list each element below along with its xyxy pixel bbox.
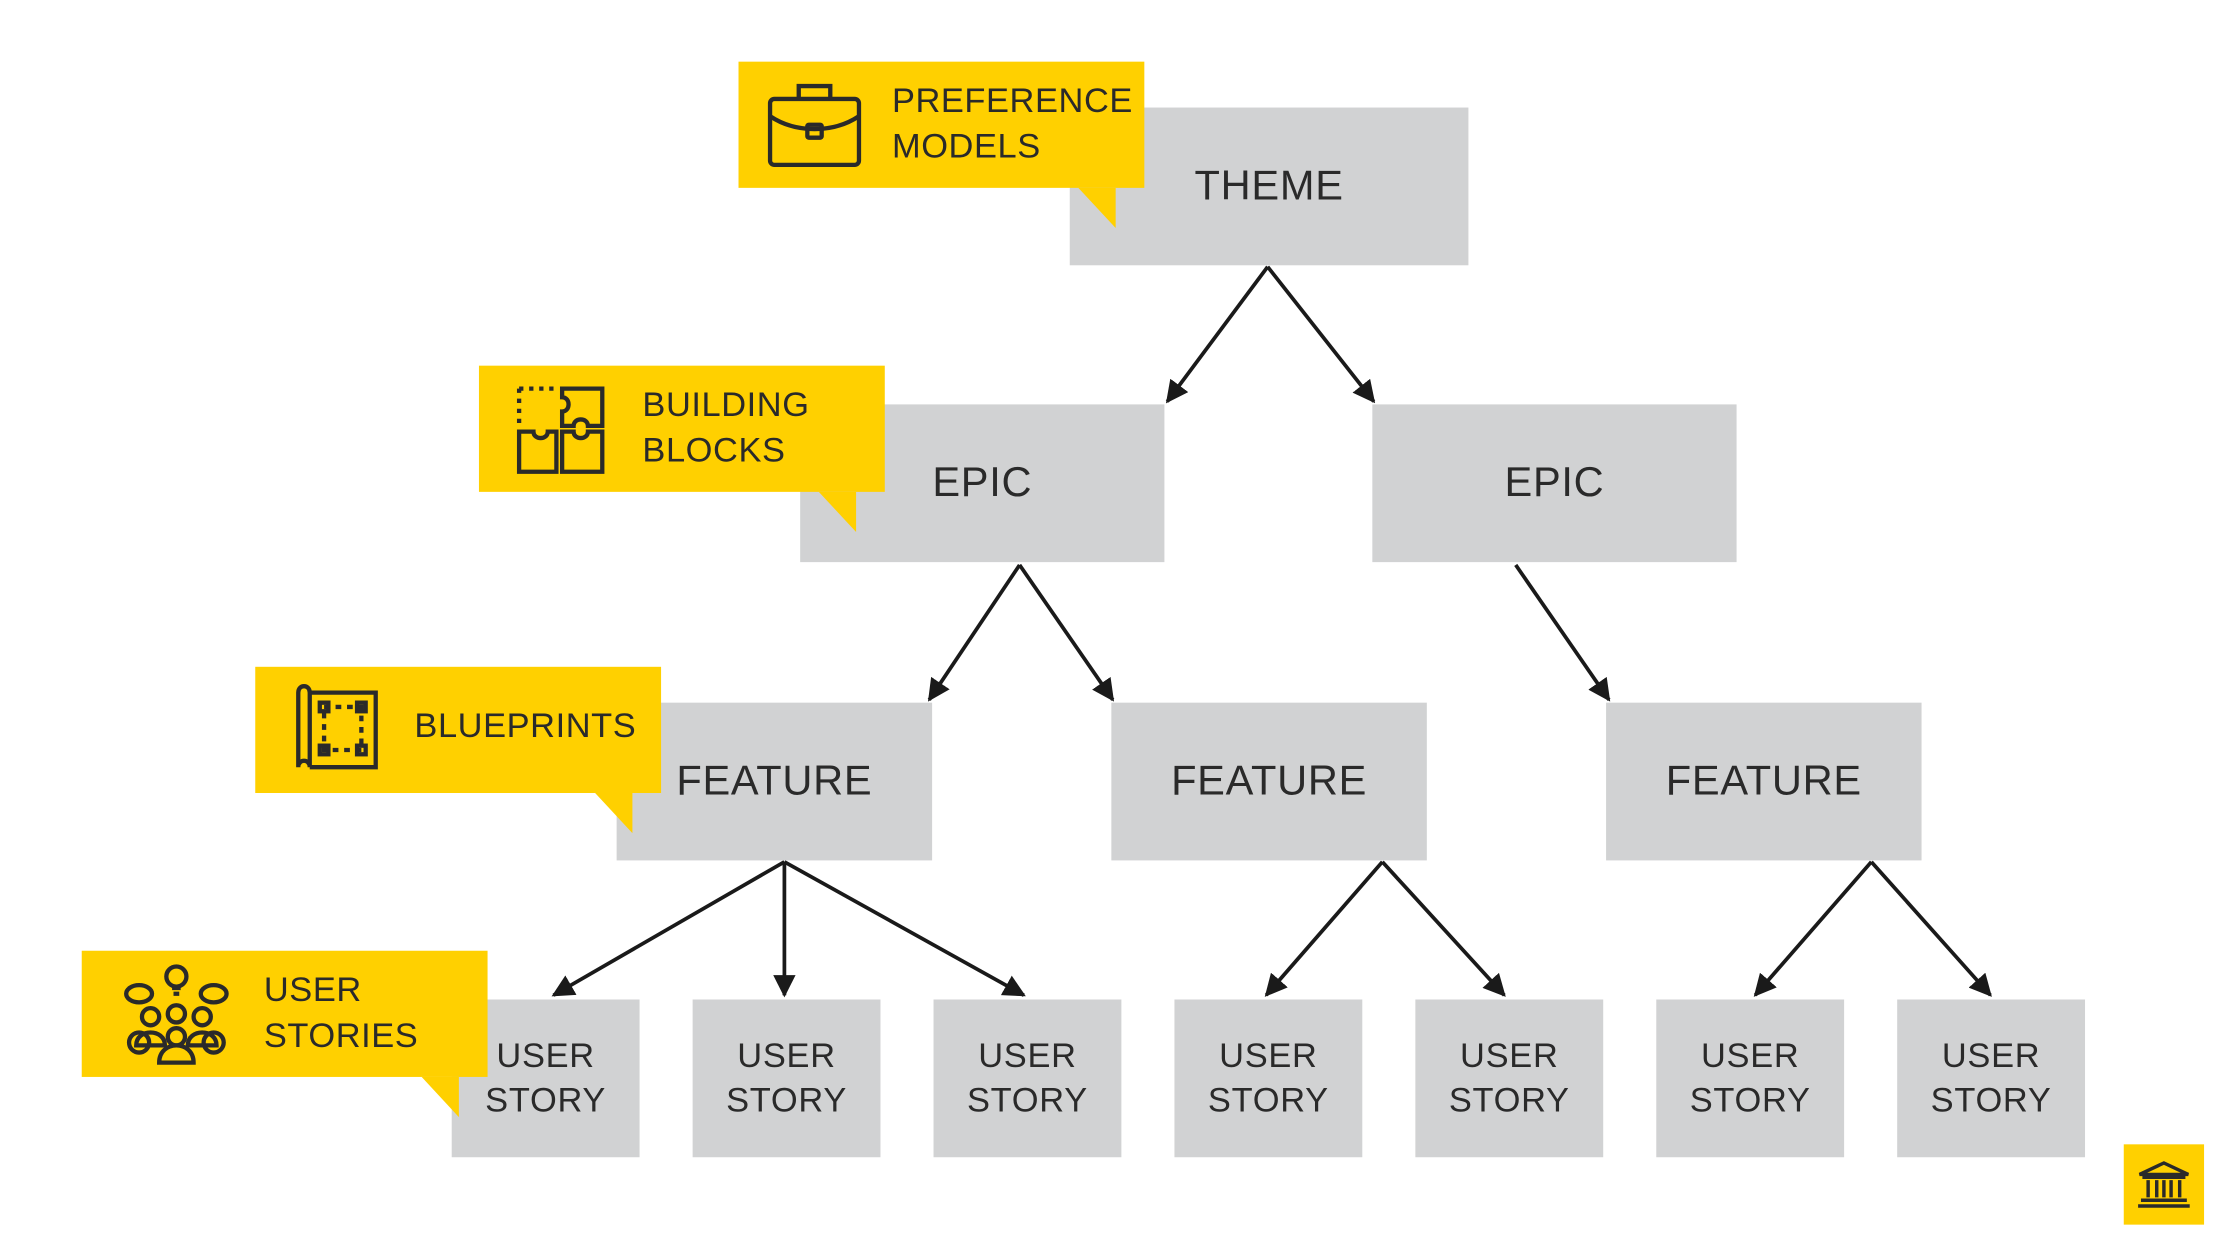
bank-icon bbox=[2138, 1161, 2190, 1208]
arrow-feature3-story-6 bbox=[1753, 860, 1873, 997]
callout-preference-models: PREFERENCE MODELS bbox=[738, 61, 1145, 229]
feature-label: FEATURE bbox=[1665, 757, 1862, 804]
callout-blueprints: BLUEPRINTS bbox=[255, 666, 662, 834]
epic-label: EPIC bbox=[932, 459, 1033, 506]
feature-box-1: FEATURE bbox=[616, 702, 933, 861]
story-box-5: USER STORY bbox=[1415, 999, 1604, 1158]
briefcase-icon bbox=[767, 83, 862, 168]
callout-building-blocks: BUILDING BLOCKS bbox=[478, 365, 885, 533]
puzzle-icon bbox=[516, 386, 605, 474]
callout-text: BLUEPRINTS bbox=[414, 706, 637, 746]
arrow-epic1-feature-1 bbox=[927, 563, 1022, 702]
callout-text: USER STORIES bbox=[263, 970, 419, 1056]
story-label: USER STORY bbox=[1448, 1036, 1570, 1120]
story-box-2: USER STORY bbox=[692, 999, 881, 1158]
arrow-epic1-feature-2 bbox=[1018, 563, 1115, 702]
story-label: USER STORY bbox=[1689, 1036, 1811, 1120]
arrow-feature2-story-4 bbox=[1264, 860, 1384, 997]
story-box-4: USER STORY bbox=[1174, 999, 1363, 1158]
callout-user-stories: USER STORIES bbox=[81, 950, 488, 1118]
story-box-6: USER STORY bbox=[1656, 999, 1845, 1158]
people-ideas-icon bbox=[124, 964, 229, 1065]
arrow-feature3-story-7 bbox=[1869, 860, 1992, 997]
story-label: USER STORY bbox=[485, 1036, 607, 1120]
story-label: USER STORY bbox=[967, 1036, 1088, 1120]
feature-box-3: FEATURE bbox=[1606, 702, 1922, 861]
blueprint-icon bbox=[296, 684, 378, 770]
story-box-3: USER STORY bbox=[933, 999, 1122, 1158]
arrow-feature1-story-3 bbox=[783, 860, 1026, 997]
story-label: USER STORY bbox=[1207, 1036, 1329, 1120]
arrow-theme-epic-2 bbox=[1266, 265, 1376, 404]
feature-box-2: FEATURE bbox=[1111, 702, 1427, 861]
bank-button[interactable] bbox=[2123, 1144, 2205, 1225]
callout-text: BUILDING BLOCKS bbox=[642, 385, 810, 471]
story-label: USER STORY bbox=[726, 1036, 848, 1120]
arrow-theme-epic-1 bbox=[1165, 265, 1270, 404]
story-box-7: USER STORY bbox=[1897, 999, 2086, 1158]
epic-box-2: EPIC bbox=[1372, 404, 1737, 563]
arrow-epic2-feature-3 bbox=[1514, 563, 1611, 702]
callout-text: PREFERENCE MODELS bbox=[891, 81, 1133, 167]
arrow-feature1-story-1 bbox=[551, 860, 786, 997]
theme-label: THEME bbox=[1194, 162, 1344, 209]
feature-label: FEATURE bbox=[676, 757, 873, 804]
epic-label: EPIC bbox=[1504, 459, 1605, 506]
story-label: USER STORY bbox=[1930, 1036, 2052, 1120]
arrow-feature2-story-5 bbox=[1380, 860, 1506, 997]
feature-label: FEATURE bbox=[1171, 757, 1368, 804]
